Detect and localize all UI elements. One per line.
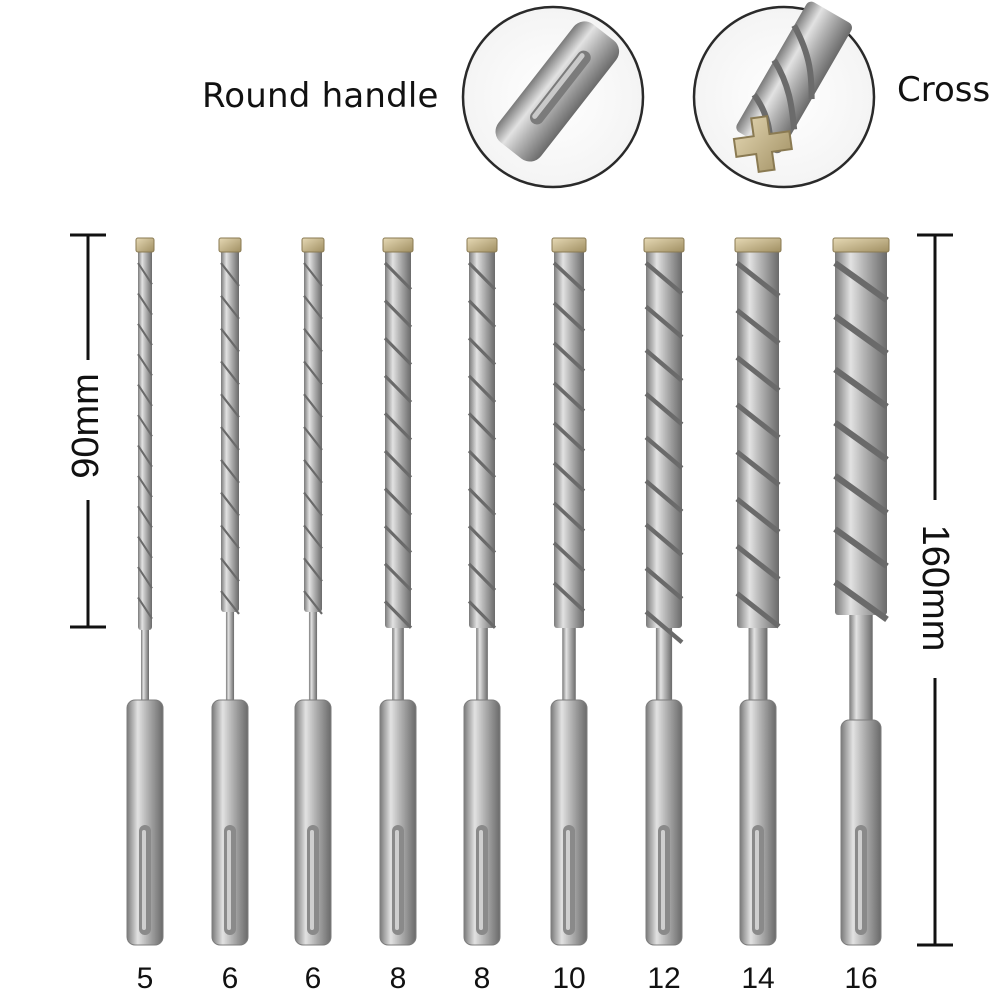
bit-size-label: 5 — [136, 962, 154, 995]
drill-bit — [832, 237, 890, 946]
bit-size-label: 6 — [304, 962, 322, 995]
bit-size-label: 8 — [389, 962, 407, 995]
bit-size-label: 8 — [473, 962, 491, 995]
drill-bit — [126, 237, 164, 946]
full-length-label: 160mm — [914, 524, 956, 652]
bit-size-label: 10 — [552, 962, 586, 995]
drill-bit — [463, 237, 501, 946]
drill-bit — [211, 237, 249, 946]
drill-bit — [734, 237, 782, 946]
cross-tip-callout — [692, 1, 876, 189]
drill-bits — [126, 237, 890, 946]
bit-size-label: 12 — [647, 962, 681, 995]
drill-bit — [643, 237, 685, 946]
short-length-label: 90mm — [65, 373, 107, 479]
bit-size-label: 6 — [221, 962, 239, 995]
drill-bit — [550, 237, 588, 946]
round-handle-callout — [461, 5, 645, 189]
dimension-90mm — [70, 233, 106, 629]
bit-size-label: 14 — [741, 962, 775, 995]
round-handle-label: Round handle — [202, 76, 439, 116]
bit-size-label: 16 — [844, 962, 878, 995]
drill-bit — [294, 237, 332, 946]
cross-label: Cross — [897, 70, 991, 110]
dimension-160mm — [917, 233, 953, 947]
drill-bit — [379, 237, 417, 946]
